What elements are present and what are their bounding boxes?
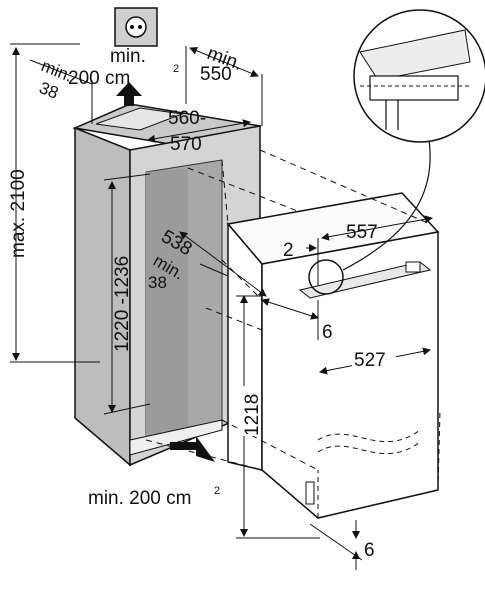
label-gap-top: 2	[283, 240, 294, 261]
label-offset-front: 6	[322, 322, 333, 343]
dim-niche-width: 560- 570	[147, 108, 251, 155]
label-vent-bottom-sup: 2	[214, 485, 220, 497]
label-vent-top-1: min.	[110, 46, 146, 67]
dim-offset-front: 6	[261, 298, 333, 343]
label-offset-bottom: 6	[364, 540, 375, 561]
label-vent-top-2: 200 cm	[68, 68, 130, 89]
dim-appliance-height: 1218	[236, 295, 320, 539]
dim-niche-height: 1220 -1236	[103, 173, 151, 415]
dim-side-min-top: min. 38	[29, 56, 93, 124]
label-niche-height: 1220 -1236	[112, 256, 133, 352]
detail-callout	[308, 9, 485, 295]
label-depth-min-2: 550	[200, 64, 232, 85]
dim-offset-bottom: 6	[309, 520, 375, 570]
label-vent-top-sup: 2	[173, 63, 179, 75]
dim-appliance-width: 527	[319, 346, 431, 375]
label-max-height: max. 2100	[8, 169, 29, 258]
vent-up-arrow	[116, 82, 142, 106]
dim-appliance-depth: 2 557	[283, 215, 433, 286]
label-niche-width-1: 560-	[168, 108, 206, 129]
label-appliance-width: 527	[354, 350, 386, 371]
appliance-fridge	[226, 192, 441, 519]
label-vent-bottom: min. 200 cm	[88, 488, 191, 509]
label-niche-width-2: 570	[170, 134, 202, 155]
label-side-min-mid-2: 38	[148, 273, 167, 292]
label-appliance-depth: 557	[346, 222, 378, 243]
power-socket-icon	[114, 7, 158, 47]
label-side-min-top-2: 38	[37, 78, 62, 103]
label-appliance-height: 1218	[242, 394, 263, 436]
vent-in-arrow	[170, 436, 215, 462]
dim-max-height: max. 2100	[8, 43, 100, 363]
